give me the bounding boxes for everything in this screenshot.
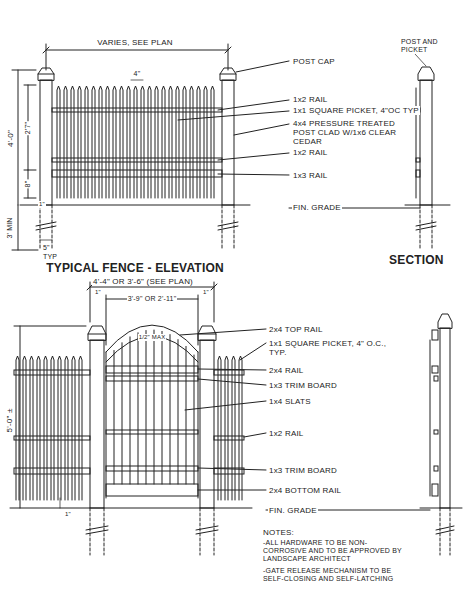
annotation-label: 3'-9" OR 2'-11" xyxy=(127,295,178,303)
picket xyxy=(23,356,26,500)
picket xyxy=(232,356,235,500)
picket xyxy=(127,86,130,198)
picket xyxy=(57,86,60,198)
annotation-label: 1" xyxy=(38,201,46,208)
picket-stroke xyxy=(154,330,155,484)
annotation-label: 4" xyxy=(133,70,142,78)
annotation-label: 1" xyxy=(64,511,72,518)
picket xyxy=(85,86,88,198)
annotation-label: 1x2 RAIL xyxy=(292,148,329,157)
annotation-label: 2x4 TOP RAIL xyxy=(268,325,324,334)
annotation-label: FIN. GRADE xyxy=(292,203,342,212)
picket xyxy=(120,86,123,198)
annotation-label: 2x4 BOTTOM RAIL xyxy=(268,486,342,495)
picket xyxy=(176,86,179,198)
annotation-label: 1x3 TRIM BOARD xyxy=(268,466,338,475)
picket xyxy=(58,356,61,500)
picket xyxy=(44,356,47,500)
picket xyxy=(65,356,68,500)
picket xyxy=(211,86,214,198)
picket xyxy=(99,86,102,198)
annotation-label: 2x4 RAIL xyxy=(268,366,305,375)
picket xyxy=(106,86,109,198)
view-title: SECTION xyxy=(388,254,445,267)
annotation-label: 8" xyxy=(24,180,32,189)
picket xyxy=(155,86,158,198)
note-text: NOTES: xyxy=(262,528,295,537)
annotation-label: VARIES, SEE PLAN xyxy=(96,38,174,47)
picket-stroke xyxy=(162,331,163,484)
picket xyxy=(72,356,75,500)
annotation-label: 4'-4" OR 3'-6" (SEE PLAN) xyxy=(92,277,194,286)
picket xyxy=(30,356,33,500)
annotation-label: 1" xyxy=(94,289,102,296)
picket xyxy=(37,356,40,500)
picket-stroke xyxy=(194,355,195,484)
picket-stroke xyxy=(186,346,187,484)
picket xyxy=(183,86,186,198)
annotation-label: TYP xyxy=(42,253,58,261)
note-text: -GATE RELEASE MECHANISM TO BE SELF-CLOSI… xyxy=(262,567,404,583)
annotation-label: 3' MIN xyxy=(6,216,14,239)
picket xyxy=(78,86,81,198)
annotation-label: 2'7" xyxy=(24,121,32,135)
annotation-label: 4'-0" xyxy=(6,129,15,148)
annotation-label: FIN. GRADE xyxy=(268,506,318,515)
picket xyxy=(148,86,151,198)
annotation-label: 1x2 RAIL xyxy=(268,429,305,438)
picket xyxy=(197,86,200,198)
annotation-label: 4x4 PRESSURE TREATED POST CLAD W/1x6 CLE… xyxy=(292,119,412,146)
picket xyxy=(190,86,193,198)
annotation-label: 1x4 SLATS xyxy=(268,397,312,406)
picket xyxy=(162,86,165,198)
picket xyxy=(113,86,116,198)
picket xyxy=(71,86,74,198)
picket xyxy=(51,356,54,500)
picket xyxy=(141,86,144,198)
annotation-label: 1x3 TRIM BOARD xyxy=(268,381,338,390)
picket xyxy=(218,356,221,500)
picket xyxy=(239,356,242,500)
annotation-label: 1x1 SQUARE PICKET, 4" O.C., TYP. xyxy=(268,339,405,357)
picket xyxy=(169,86,172,198)
annotation-label: 1" xyxy=(202,289,210,296)
annotation-label: POST CAP xyxy=(292,57,336,66)
annotation-label: 1x2 RAIL xyxy=(292,95,329,104)
picket xyxy=(92,86,95,198)
annotation-label: 5'-0" ± xyxy=(6,407,15,433)
picket xyxy=(225,356,228,500)
annotation-label: 1x1 SQUARE PICKET, 4"OC TYP xyxy=(292,106,420,115)
annotation-label: 5" xyxy=(42,244,51,252)
picket-stroke xyxy=(130,337,131,484)
picket-stroke xyxy=(122,343,123,484)
picket-stroke xyxy=(178,340,179,484)
picket-stroke xyxy=(138,333,139,484)
picket-stroke xyxy=(146,331,147,484)
picket-stroke xyxy=(170,335,171,484)
note-text: -ALL HARDWARE TO BE NON-CORROSIVE AND TO… xyxy=(262,539,404,563)
picket xyxy=(16,356,19,500)
view-title: TYPICAL FENCE - ELEVATION xyxy=(45,262,225,275)
picket xyxy=(79,356,82,500)
annotation-label: 1/2" MAX xyxy=(138,334,167,341)
picket-stroke xyxy=(114,350,115,484)
annotation-label: POST AND PICKET xyxy=(400,38,444,54)
picket xyxy=(204,86,207,198)
picket xyxy=(134,86,137,198)
picket xyxy=(64,86,67,198)
annotation-label: 1x3 RAIL xyxy=(292,171,329,180)
